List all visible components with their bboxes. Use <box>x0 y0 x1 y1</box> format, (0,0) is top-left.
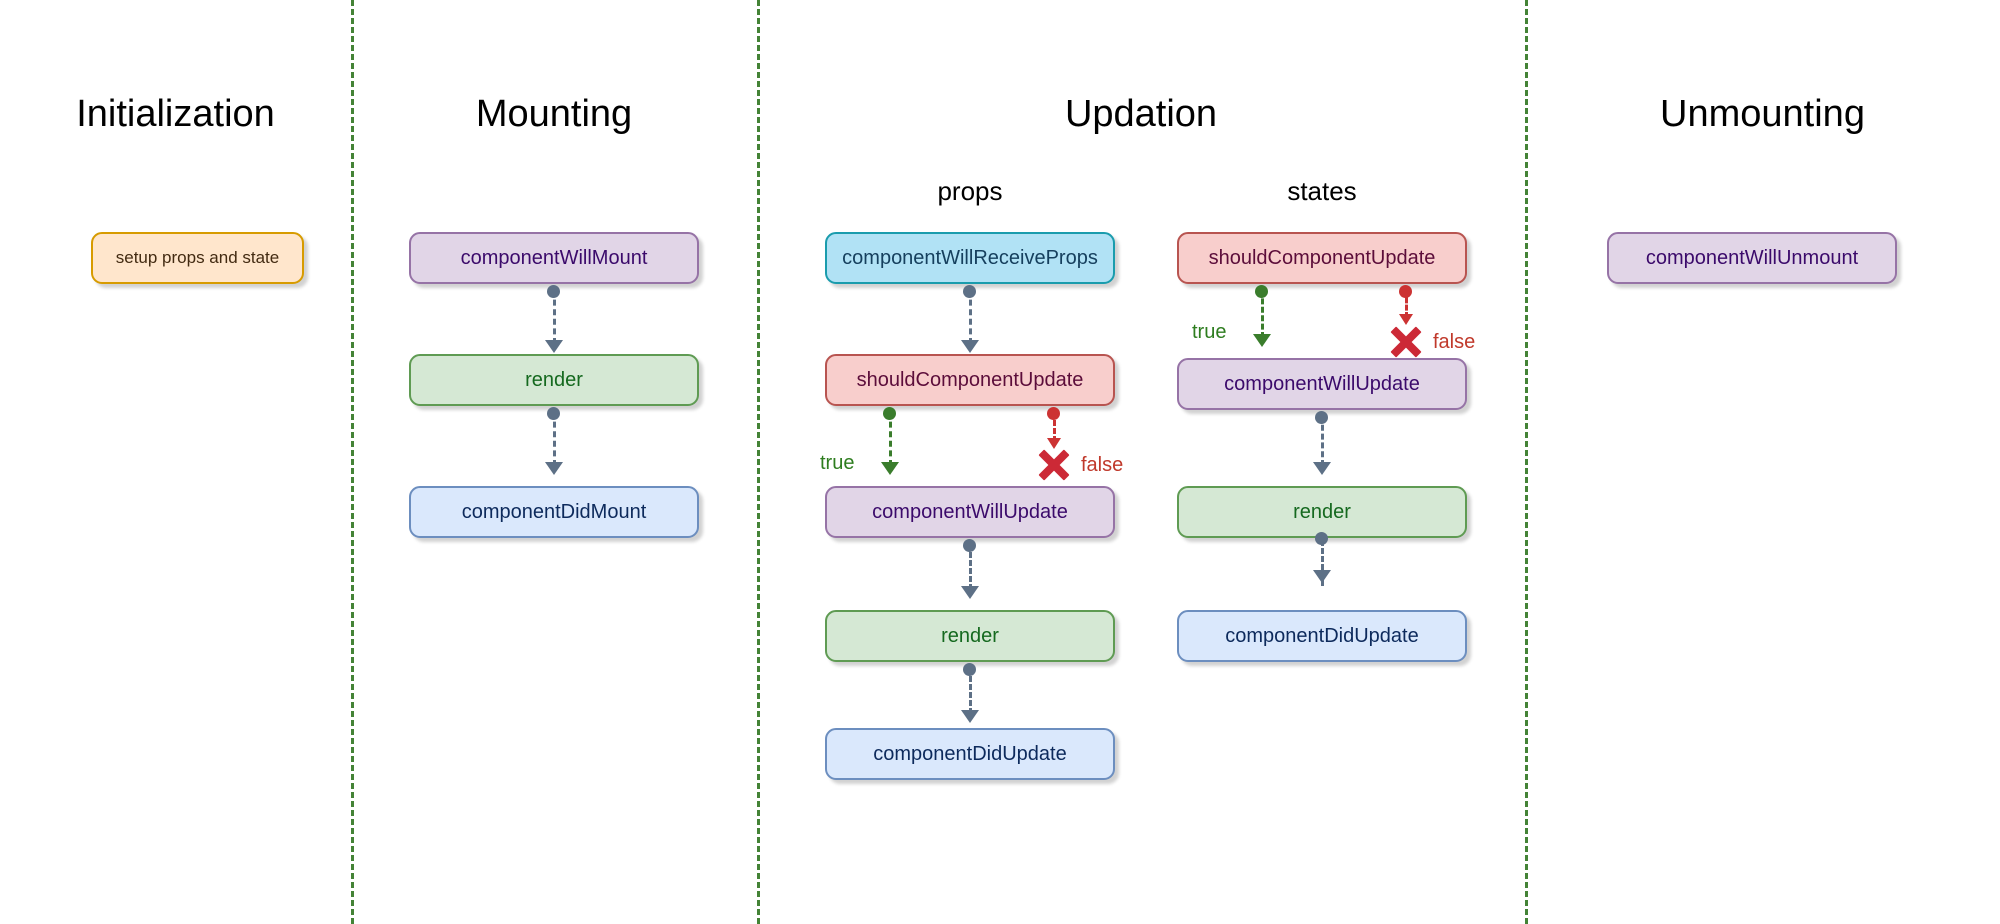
node-mounting-render[interactable]: render <box>409 354 699 406</box>
node-props-render[interactable]: render <box>825 610 1115 662</box>
phase-heading-mounting: Mounting <box>475 93 633 135</box>
node-states-should-component-update[interactable]: shouldComponentUpdate <box>1177 232 1467 284</box>
branch-label-states-false: false <box>1433 331 1476 353</box>
divider-mounting-updation <box>757 0 760 924</box>
node-component-will-mount[interactable]: componentWillMount <box>409 232 699 284</box>
connector-states-false <box>1405 290 1408 318</box>
blocked-x-icon-props <box>1037 448 1071 482</box>
connector-props-2 <box>969 544 972 590</box>
connector-states-true <box>1261 290 1264 338</box>
node-component-did-mount[interactable]: componentDidMount <box>409 486 699 538</box>
arrowhead-props-1 <box>961 340 979 353</box>
connector-props-true <box>889 412 892 466</box>
node-props-component-will-update[interactable]: componentWillUpdate <box>825 486 1115 538</box>
arrowhead-states-true <box>1253 334 1271 347</box>
connector-props-1 <box>969 290 972 344</box>
divider-updation-unmounting <box>1525 0 1528 924</box>
node-setup-props-and-state[interactable]: setup props and state <box>91 232 304 284</box>
arrowhead-states-2 <box>1313 570 1331 583</box>
arrowhead-states-1 <box>1313 462 1331 475</box>
connector-states-1 <box>1321 416 1324 466</box>
connector-props-false <box>1053 412 1056 442</box>
node-component-will-receive-props[interactable]: componentWillReceiveProps <box>825 232 1115 284</box>
phase-heading-updation: Updation <box>1064 93 1218 135</box>
node-component-will-unmount[interactable]: componentWillUnmount <box>1607 232 1897 284</box>
node-props-should-component-update[interactable]: shouldComponentUpdate <box>825 354 1115 406</box>
phase-heading-initialization: Initialization <box>76 93 275 135</box>
arrowhead-props-true <box>881 462 899 475</box>
arrowhead-props-3 <box>961 710 979 723</box>
branch-label-props-true: true <box>820 452 855 474</box>
branch-label-props-false: false <box>1081 454 1124 476</box>
subheading-states: states <box>1287 176 1357 206</box>
arrowhead-props-2 <box>961 586 979 599</box>
blocked-x-icon-states <box>1389 325 1423 359</box>
phase-heading-unmounting: Unmounting <box>1660 93 1865 135</box>
connector-mounting-1 <box>553 290 556 344</box>
node-props-component-did-update[interactable]: componentDidUpdate <box>825 728 1115 780</box>
connector-mounting-2 <box>553 412 556 466</box>
arrowhead-states-false <box>1399 314 1413 325</box>
node-states-component-did-update[interactable]: componentDidUpdate <box>1177 610 1467 662</box>
arrowhead-mounting-2 <box>545 462 563 475</box>
arrowhead-props-false <box>1047 438 1061 449</box>
node-states-render[interactable]: render <box>1177 486 1467 538</box>
arrowhead-mounting-1 <box>545 340 563 353</box>
node-states-component-will-update[interactable]: componentWillUpdate <box>1177 358 1467 410</box>
subheading-props: props <box>937 176 1003 206</box>
divider-initialization-mounting <box>351 0 354 924</box>
branch-label-states-true: true <box>1192 321 1227 343</box>
connector-dot-states-2 <box>1315 532 1328 545</box>
connector-states-2 <box>1321 540 1324 586</box>
connector-props-3 <box>969 668 972 714</box>
